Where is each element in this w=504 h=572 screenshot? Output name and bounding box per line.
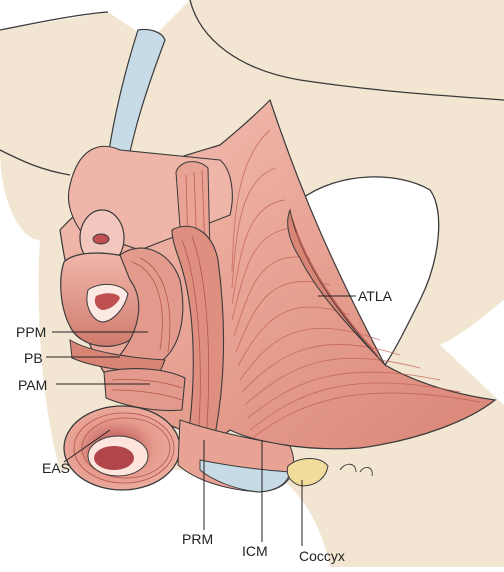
- label-prm: PRM: [182, 531, 213, 547]
- anal-lumen: [94, 446, 134, 470]
- label-pb: PB: [24, 350, 43, 366]
- urethra-lumen: [93, 234, 109, 244]
- label-icm: ICM: [242, 543, 268, 559]
- label-ppm: PPM: [16, 324, 46, 340]
- label-coccyx: Coccyx: [299, 548, 345, 564]
- label-eas: EAS: [42, 460, 70, 476]
- label-pam: PAM: [18, 377, 47, 393]
- label-atla: ATLA: [358, 288, 392, 304]
